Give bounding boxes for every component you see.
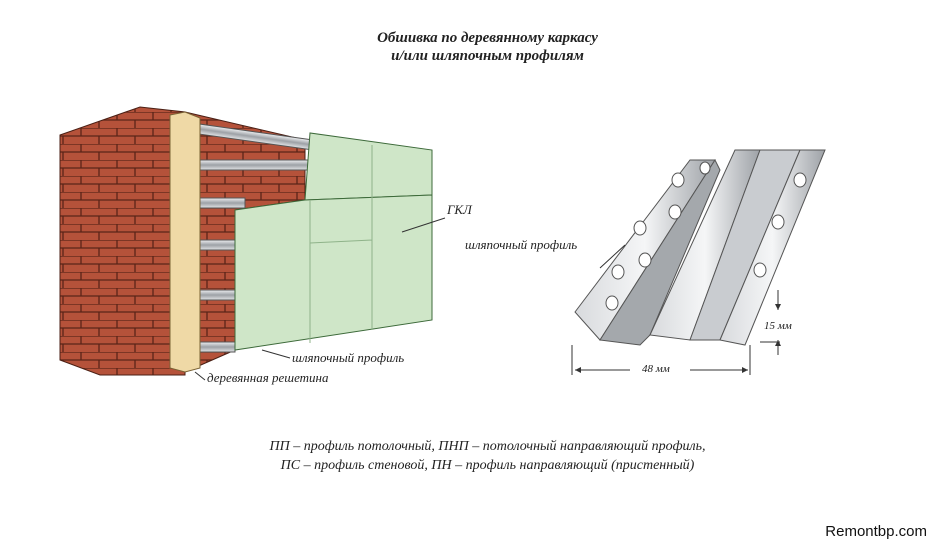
caption-line-2: ПС – профиль стеновой, ПН – профиль напр… (280, 458, 695, 473)
brick-wall (59, 106, 306, 376)
gypsum-board (234, 132, 433, 351)
title-line-2: и/или шляпочным профилям (391, 48, 584, 64)
batten-label: деревянная решетина (207, 370, 329, 385)
caption-line-1: ПП – профиль потолочный, ПНП – потолочны… (269, 439, 706, 454)
hat-profile-3d (574, 149, 826, 346)
title-line-1: Обшивка по деревянному каркасу (377, 30, 598, 46)
watermark: Remontbp.com (825, 523, 927, 540)
hat-profile-label-right: шляпочный профиль (465, 237, 578, 252)
hat-profile-label-left: шляпочный профиль (292, 350, 405, 365)
height-dimension: 15 мм (764, 320, 792, 332)
width-dimension: 48 мм (642, 363, 670, 375)
wooden-batten (169, 111, 201, 373)
gkl-label: ГКЛ (447, 202, 472, 217)
